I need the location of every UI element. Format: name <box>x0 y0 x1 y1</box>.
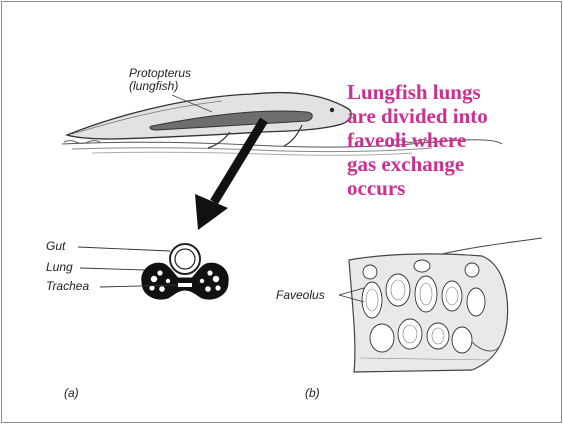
trachea-label: Trachea <box>46 280 89 293</box>
caption-line-1: Lungfish lungs <box>347 80 547 104</box>
caption-line-5: occurs <box>347 176 547 200</box>
fish-common-name: (lungfish) <box>129 80 191 93</box>
panel-label-b: (b) <box>305 387 320 400</box>
caption: Lungfish lungs are divided into faveoli … <box>347 80 547 200</box>
arrow-down-left-icon <box>195 120 264 230</box>
caption-line-3: faveoli where <box>347 128 547 152</box>
lungfish-body <box>67 93 351 148</box>
gut-label: Gut <box>46 240 65 253</box>
lung-label: Lung <box>46 261 73 274</box>
panel-label-a: (a) <box>64 387 79 400</box>
faveolus-label: Faveolus <box>276 289 325 302</box>
faveoli-tissue <box>349 238 542 372</box>
caption-line-4: gas exchange <box>347 152 547 176</box>
lung-cross-section <box>142 244 228 299</box>
caption-line-2: are divided into <box>347 104 547 128</box>
fish-species-label: Protopterus (lungfish) <box>129 67 191 93</box>
